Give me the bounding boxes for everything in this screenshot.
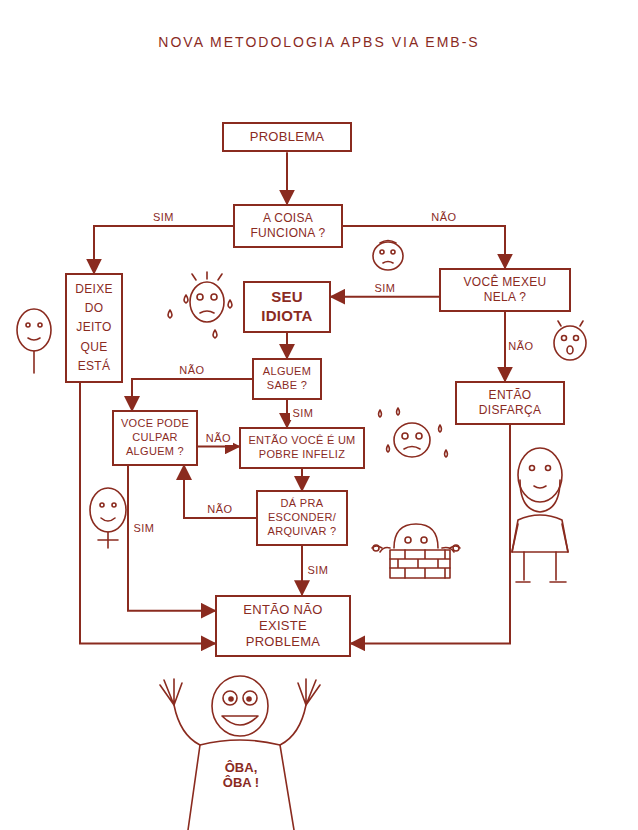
process-box: ENTÃO VOCÊ É UM POBRE INFELIZ [239,427,365,469]
smiling-figure [90,488,126,548]
flow-arrow [184,466,256,518]
flow-arrow [351,425,510,643]
flow-arrow [343,226,505,268]
title: NOVA METODOLOGIA APBS VIA EMB-S [0,34,638,50]
process-box: DEIXE DO JEITO QUE ESTÁ [65,273,123,383]
process-box: ENTÃO DISFARÇA [455,381,565,425]
edge-label: NÃO [429,211,458,224]
edge-label: SIM [151,211,176,224]
happy-man [160,676,320,830]
hiding-man [372,524,460,578]
edge-label: SIM [372,282,397,295]
flow-arrow [301,469,303,491]
flow-arrow [286,333,288,359]
edge-label: NÃO [506,340,535,353]
worried-face [373,241,403,271]
decision-box: DÁ PRA ESCONDER/ ARQUIVAR ? [256,490,348,545]
edge-label: SIM [305,564,330,577]
flow-arrow [331,296,439,298]
start-box: PROBLEMA [222,122,352,152]
node-text: ALGUEM SABE ? [259,365,315,393]
sweating-face [379,408,448,457]
flow-arrow [80,383,215,643]
shirt-text: ÔBA, ÔBA ! [217,760,265,792]
decision-box: VOCE PODE CULPAR ALGUEM ? [112,410,198,465]
process-box: SEU IDIOTA [243,281,331,333]
node-text: SEU IDIOTA [250,288,324,326]
edge-label: SIM [131,522,156,535]
end-box: ENTÃO NÃO EXISTE PROBLEMA [215,595,351,658]
flow-arrow [94,226,233,273]
decision-box: A COISA FUNCIONA ? [233,204,343,248]
node-text: VOCÊ MEXEU NELA ? [446,275,564,305]
edge-label: NÃO [177,364,206,377]
node-text: VOCE PODE CULPAR ALGUEM ? [119,417,191,458]
flow-arrow [286,400,288,428]
crying-face [168,272,232,338]
flow-arrow [286,152,288,204]
decision-box: VOCÊ MEXEU NELA ? [439,268,571,312]
edge-label: SIM [290,407,315,420]
calm-figure [17,309,51,373]
edge-label: NÃO [205,503,234,516]
node-text: DÁ PRA ESCONDER/ ARQUIVAR ? [263,497,341,538]
bearded-man [512,448,568,582]
flow-arrow [198,445,239,447]
node-text: A COISA FUNCIONA ? [240,211,336,241]
flow-arrow [132,379,252,410]
flow-arrow [301,546,303,595]
node-text: ENTÃO VOCÊ É UM POBRE INFELIZ [246,434,358,462]
edge-label: NÃO [204,432,233,445]
node-text: DEIXE DO JEITO QUE ESTÁ [72,280,116,376]
surprised-face [554,321,586,360]
node-text: ENTÃO DISFARÇA [462,388,558,418]
flow-arrow [128,466,215,611]
node-text: PROBLEMA [250,129,325,145]
decision-box: ALGUEM SABE ? [252,358,322,400]
node-text: ENTÃO NÃO EXISTE PROBLEMA [222,602,344,651]
